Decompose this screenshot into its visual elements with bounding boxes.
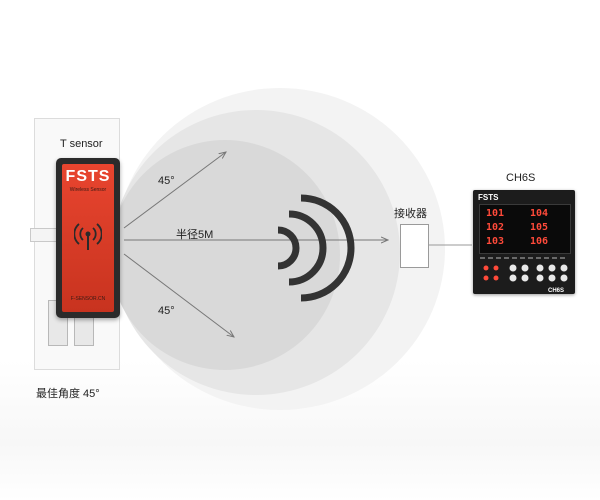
angle-upper-label: 45°	[158, 175, 175, 187]
reading-4: 105	[530, 222, 549, 233]
reading-1: 101	[486, 208, 505, 219]
radius-label: 半径5M	[176, 229, 214, 241]
sensor-subtitle: Wireless Sensor	[69, 187, 107, 193]
controller-title: CH6S	[506, 172, 536, 184]
controller-brand: FSTS	[478, 193, 499, 202]
reading-6: 106	[530, 236, 549, 247]
reading-3: 102	[486, 222, 505, 233]
receiver-box	[400, 224, 429, 268]
arrow-upper	[123, 152, 226, 229]
radio-waves-icon	[277, 194, 355, 302]
signal-range-inner	[110, 140, 340, 370]
sensor-footer: F-SENSOR.CN	[70, 296, 106, 302]
angle-lower-label: 45°	[158, 305, 175, 317]
reading-5: 103	[486, 236, 505, 247]
controller-buttons	[480, 257, 568, 282]
sensor-title: T sensor	[60, 138, 103, 150]
arrow-lower	[123, 253, 234, 337]
reading-2: 104	[530, 208, 549, 219]
best-angle-label: 最佳角度 45°	[36, 388, 100, 400]
controller-display	[479, 204, 571, 254]
controller-model: CH6S	[548, 288, 565, 294]
wireless-antenna-icon	[74, 223, 102, 250]
receiver-label: 接收器	[394, 208, 427, 220]
sensor-brand: FSTS	[65, 168, 111, 185]
